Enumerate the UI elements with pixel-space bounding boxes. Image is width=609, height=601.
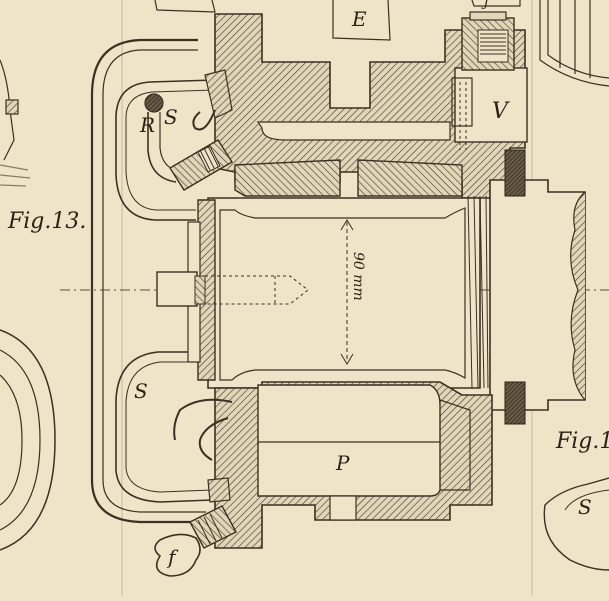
drain-nipple bbox=[189, 505, 237, 549]
piston-fragment bbox=[543, 477, 609, 571]
water-jacket-outer bbox=[90, 38, 206, 524]
water-jacket-inner bbox=[102, 49, 206, 513]
gasket-lower bbox=[504, 381, 526, 425]
centre-stud bbox=[156, 271, 198, 307]
label-s-top: S bbox=[164, 105, 178, 129]
valve-plug-dashes bbox=[459, 82, 467, 150]
barrel-fragment bbox=[539, 0, 609, 87]
label-box-top-left bbox=[154, 0, 216, 13]
right-flange bbox=[489, 179, 586, 411]
lower-hook bbox=[173, 398, 233, 503]
stud-thread-dashed bbox=[205, 275, 309, 305]
upper-nipple bbox=[169, 139, 233, 191]
label-j: j bbox=[481, 0, 489, 10]
bore-dimension-label: 90 mm bbox=[350, 252, 366, 301]
label-box-e bbox=[332, 0, 391, 41]
fig13-caption: Fig.13. bbox=[7, 209, 86, 234]
bore-dimension-line bbox=[340, 219, 354, 365]
broken-edge bbox=[570, 191, 586, 401]
fig-right-caption: Fig.1 bbox=[555, 429, 609, 454]
lower-passage bbox=[115, 351, 213, 503]
upper-fitting bbox=[144, 69, 233, 183]
label-s-left: S bbox=[134, 379, 148, 403]
gasket-upper bbox=[504, 149, 526, 197]
steam-port bbox=[256, 121, 451, 141]
liner-threads bbox=[467, 195, 489, 389]
label-p: P bbox=[335, 451, 350, 475]
label-r: R bbox=[139, 113, 155, 137]
valve-chest bbox=[454, 67, 528, 143]
piston-chamber-p bbox=[257, 384, 441, 497]
valve-plug bbox=[451, 77, 473, 127]
fig13-fragment bbox=[0, 59, 56, 551]
drain-knob bbox=[154, 533, 201, 577]
label-e: E bbox=[351, 7, 367, 31]
head-ring bbox=[234, 159, 341, 197]
upper-passage bbox=[115, 79, 216, 221]
label-s-right: S bbox=[578, 495, 592, 519]
valve-spring bbox=[480, 33, 506, 55]
label-v: V bbox=[492, 99, 510, 124]
